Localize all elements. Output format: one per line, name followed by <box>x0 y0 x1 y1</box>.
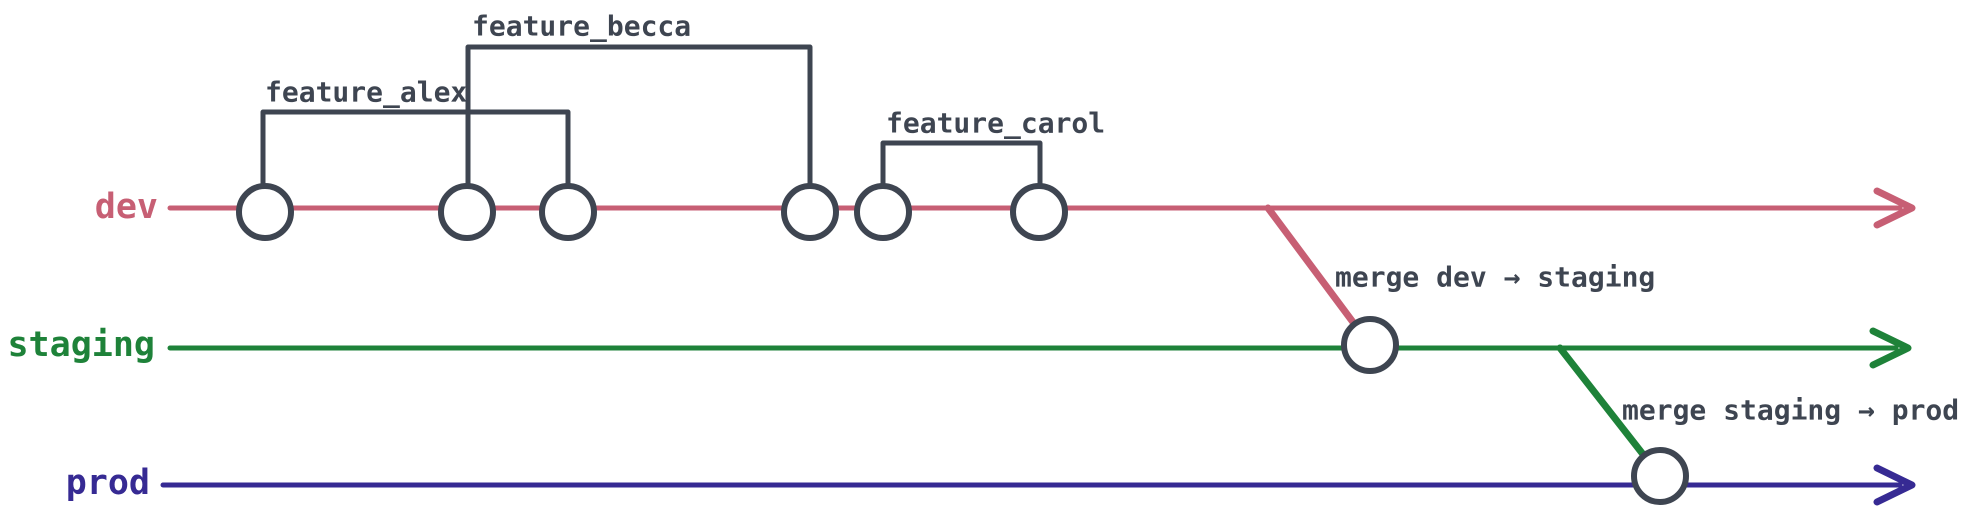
dev-commit-4 <box>781 183 839 241</box>
staging-branch-label: staging <box>7 325 155 365</box>
staging-arrowhead-icon <box>1869 327 1912 369</box>
feature-carol-bracket <box>880 140 1043 191</box>
feature-carol-label: feature_carol <box>886 107 1105 140</box>
merge-commit-prod <box>1631 447 1689 505</box>
dev-commit-3 <box>539 183 597 241</box>
merge-commit-staging <box>1341 316 1399 374</box>
dev-arrowhead-icon <box>1873 187 1916 229</box>
feature-alex-label: feature_alex <box>265 76 467 109</box>
prod-arrowhead-icon <box>1873 464 1916 506</box>
dev-branch-label: dev <box>95 187 158 227</box>
dev-commit-6 <box>1010 183 1068 241</box>
dev-commit-2 <box>438 183 496 241</box>
merge-staging-prod-label: merge staging → prod <box>1622 394 1959 427</box>
merge-dev-staging-label: merge dev → staging <box>1335 261 1655 294</box>
prod-branch-label: prod <box>66 463 150 503</box>
feature-becca-bracket <box>465 44 813 191</box>
dev-commit-1 <box>236 183 294 241</box>
feature-alex-bracket <box>260 109 571 191</box>
feature-becca-label: feature_becca <box>472 10 691 43</box>
dev-commit-5 <box>854 183 912 241</box>
